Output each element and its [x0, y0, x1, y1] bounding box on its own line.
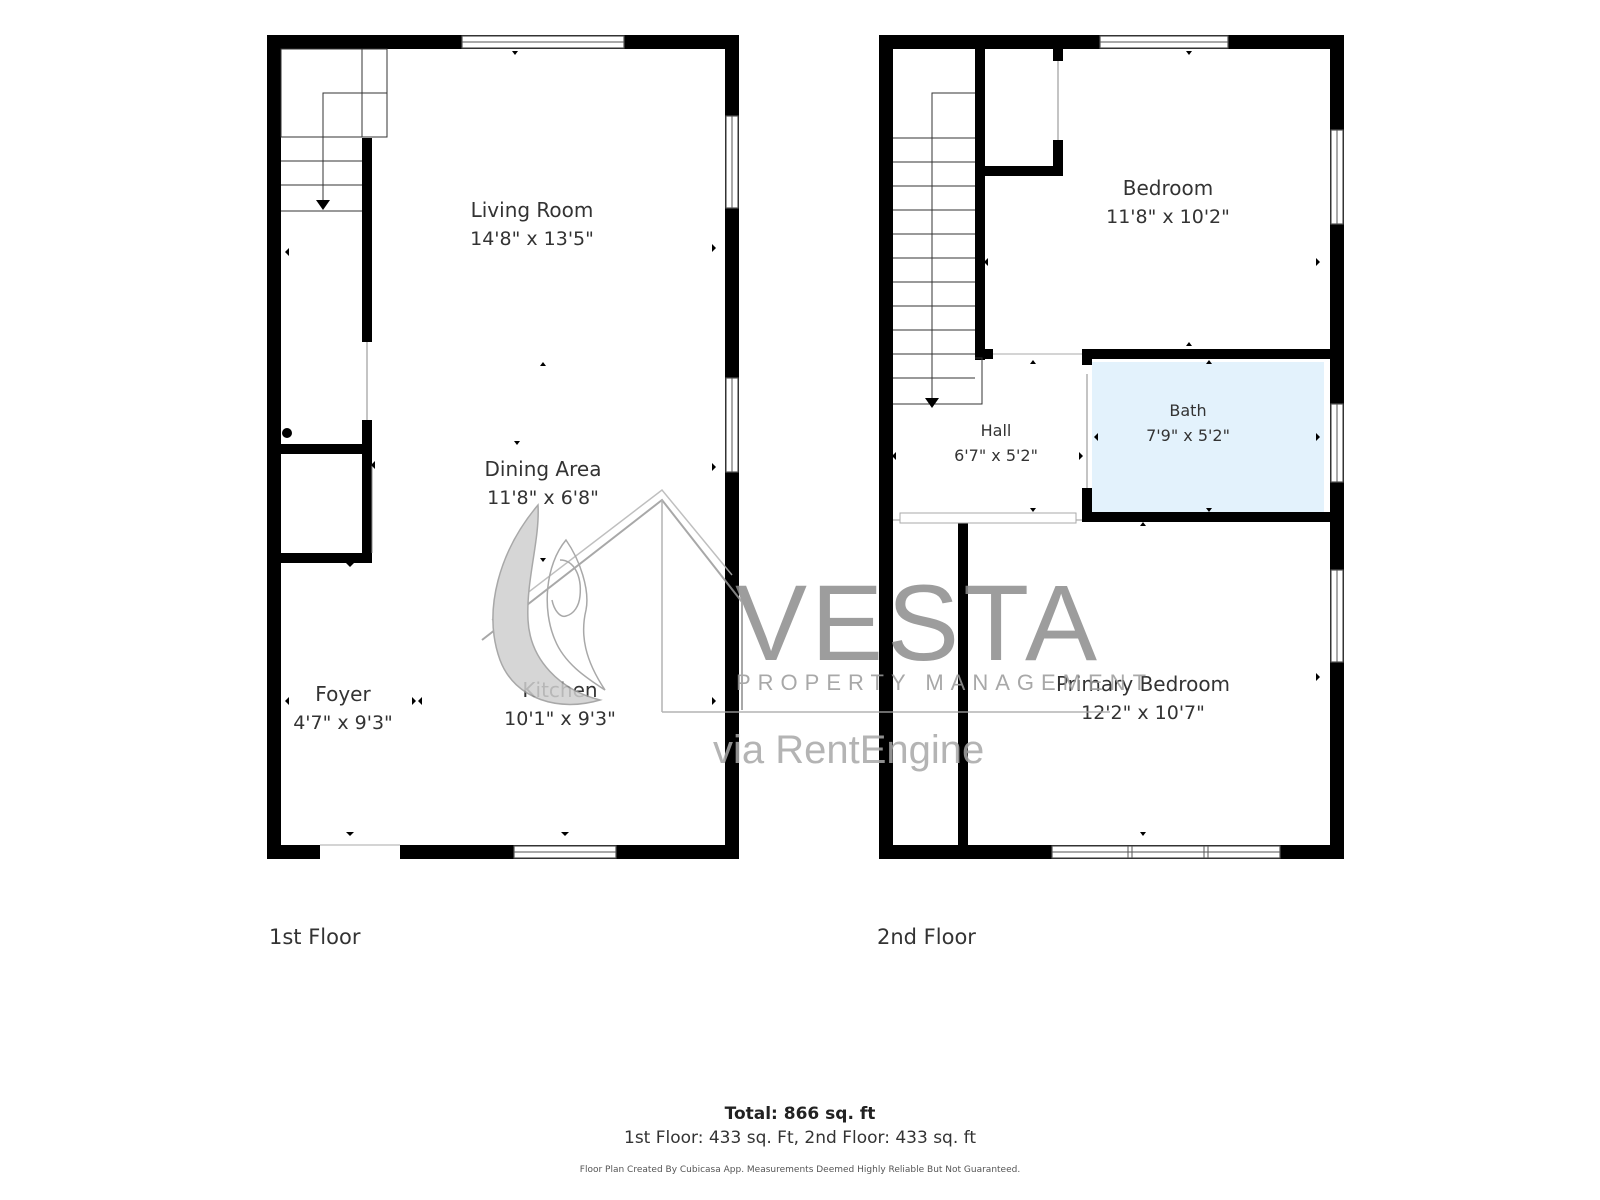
entry-door-opening — [320, 844, 400, 860]
room-label-bath: Bath — [1169, 401, 1206, 420]
interior-wall — [362, 420, 372, 562]
floor-label-2nd: 2nd Floor — [877, 925, 976, 949]
interior-wall — [975, 349, 993, 359]
room-label-primary-bedroom: Primary Bedroom — [1056, 672, 1230, 696]
interior-wall — [362, 138, 372, 342]
interior-wall — [958, 518, 968, 845]
total-area: Total: 866 sq. ft — [724, 1104, 876, 1124]
room-label-living-room: Living Room — [471, 198, 594, 222]
first-floor-plan: Living Room 14'8" x 13'5" Dining Area 11… — [267, 35, 739, 949]
interior-wall — [1082, 488, 1092, 522]
interior-wall — [975, 49, 985, 360]
bath-fill — [1092, 362, 1324, 512]
interior-wall — [1082, 349, 1330, 359]
room-dims-dining-area: 11'8" x 6'8" — [487, 487, 599, 509]
room-dims-kitchen: 10'1" x 9'3" — [504, 708, 616, 730]
watermark-flame-logo — [492, 503, 603, 706]
interior-wall — [1082, 349, 1092, 365]
room-label-foyer: Foyer — [315, 682, 371, 706]
room-label-dining-area: Dining Area — [485, 457, 602, 481]
watermark-via: via RentEngine — [713, 728, 984, 772]
watermark-brand: VESTA — [735, 562, 1101, 683]
stair-arrow-icon — [316, 200, 330, 210]
room-label-hall: Hall — [981, 421, 1012, 440]
room-dims-living-room: 14'8" x 13'5" — [470, 228, 594, 250]
watermark-house-outline — [481, 498, 743, 710]
hall-opening — [899, 512, 1077, 524]
door-markers — [285, 51, 716, 836]
staircase — [893, 92, 983, 405]
staircase — [280, 48, 388, 212]
room-label-bedroom: Bedroom — [1123, 176, 1213, 200]
watermark-tagline: PROPERTY MANAGEMENT — [736, 670, 1153, 695]
interior-wall — [281, 553, 372, 563]
room-dims-primary-bedroom: 12'2" x 10'7" — [1081, 702, 1205, 724]
interior-wall — [1053, 49, 1063, 61]
fixture-dot — [282, 428, 292, 438]
room-dims-hall: 6'7" x 5'2" — [954, 446, 1038, 465]
second-floor-plan: Bedroom 11'8" x 10'2" Hall 6'7" x 5'2" B… — [877, 35, 1344, 949]
room-dims-bath: 7'9" x 5'2" — [1146, 426, 1230, 445]
stair-arrow-icon — [925, 398, 939, 408]
room-dims-foyer: 4'7" x 9'3" — [293, 712, 393, 734]
interior-wall — [1092, 512, 1330, 522]
floor-label-1st: 1st Floor — [269, 925, 361, 949]
plan-credit: Floor Plan Created By Cubicasa App. Meas… — [579, 1165, 1021, 1175]
floor-area-breakdown: 1st Floor: 433 sq. Ft, 2nd Floor: 433 sq… — [624, 1128, 976, 1148]
room-dims-bedroom: 11'8" x 10'2" — [1106, 206, 1230, 228]
interior-wall — [985, 166, 1063, 176]
watermark: VESTA PROPERTY MANAGEMENT via RentEngine — [481, 488, 1153, 772]
interior-wall — [1053, 140, 1063, 176]
interior-wall — [281, 444, 372, 454]
door-markers — [892, 51, 1320, 836]
